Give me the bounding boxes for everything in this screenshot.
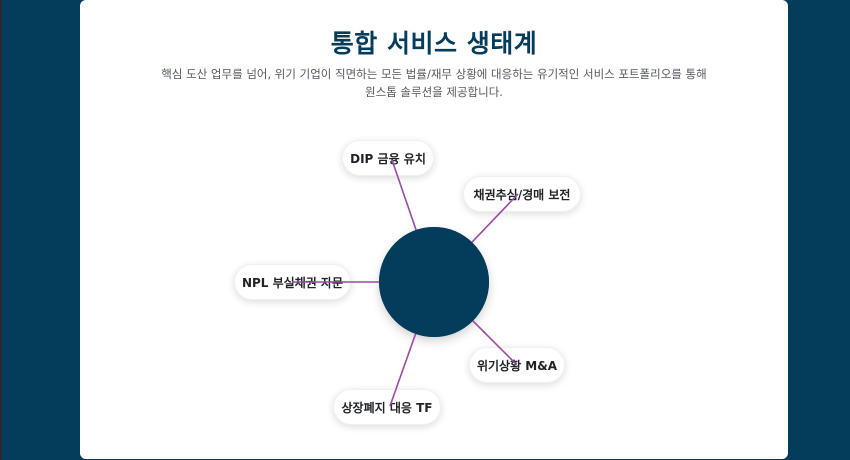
- node-label: DIP 금융 유치: [350, 151, 426, 166]
- node-label: 채권추심/경매 보전: [473, 187, 571, 202]
- hub-node[interactable]: 통합 위기관리 솔루션: [379, 227, 489, 337]
- node-label: NPL 부실채권 자문: [241, 275, 344, 290]
- service-node-debt-collection[interactable]: 채권추심/경매 보전: [463, 176, 581, 212]
- hub-label-line-1: 통합 위기관리: [398, 255, 470, 270]
- subtitle-line-2: 원스톱 솔루션을 제공합니다.: [365, 85, 503, 99]
- subtitle-line-1: 핵심 도산 업무를 넘어, 위기 기업이 직면하는 모든 법률/재무 상황에 대…: [161, 67, 707, 81]
- service-node-npl-advisory[interactable]: NPL 부실채권 자문: [234, 264, 351, 300]
- service-node-crisis-ma[interactable]: 위기상황 M&A: [469, 347, 565, 383]
- node-label: 상장폐지 대응 TF: [341, 400, 433, 415]
- service-node-dip-financing[interactable]: DIP 금융 유치: [342, 140, 434, 176]
- page-subtitle: 핵심 도산 업무를 넘어, 위기 기업이 직면하는 모든 법률/재무 상황에 대…: [120, 65, 748, 101]
- window-edge: [0, 0, 2, 460]
- node-label: 위기상황 M&A: [476, 358, 558, 373]
- hub-label-line-2: 솔루션: [417, 293, 451, 308]
- page-title: 통합 서비스 생태계: [330, 29, 538, 58]
- service-node-delisting-tf[interactable]: 상장폐지 대응 TF: [333, 389, 441, 425]
